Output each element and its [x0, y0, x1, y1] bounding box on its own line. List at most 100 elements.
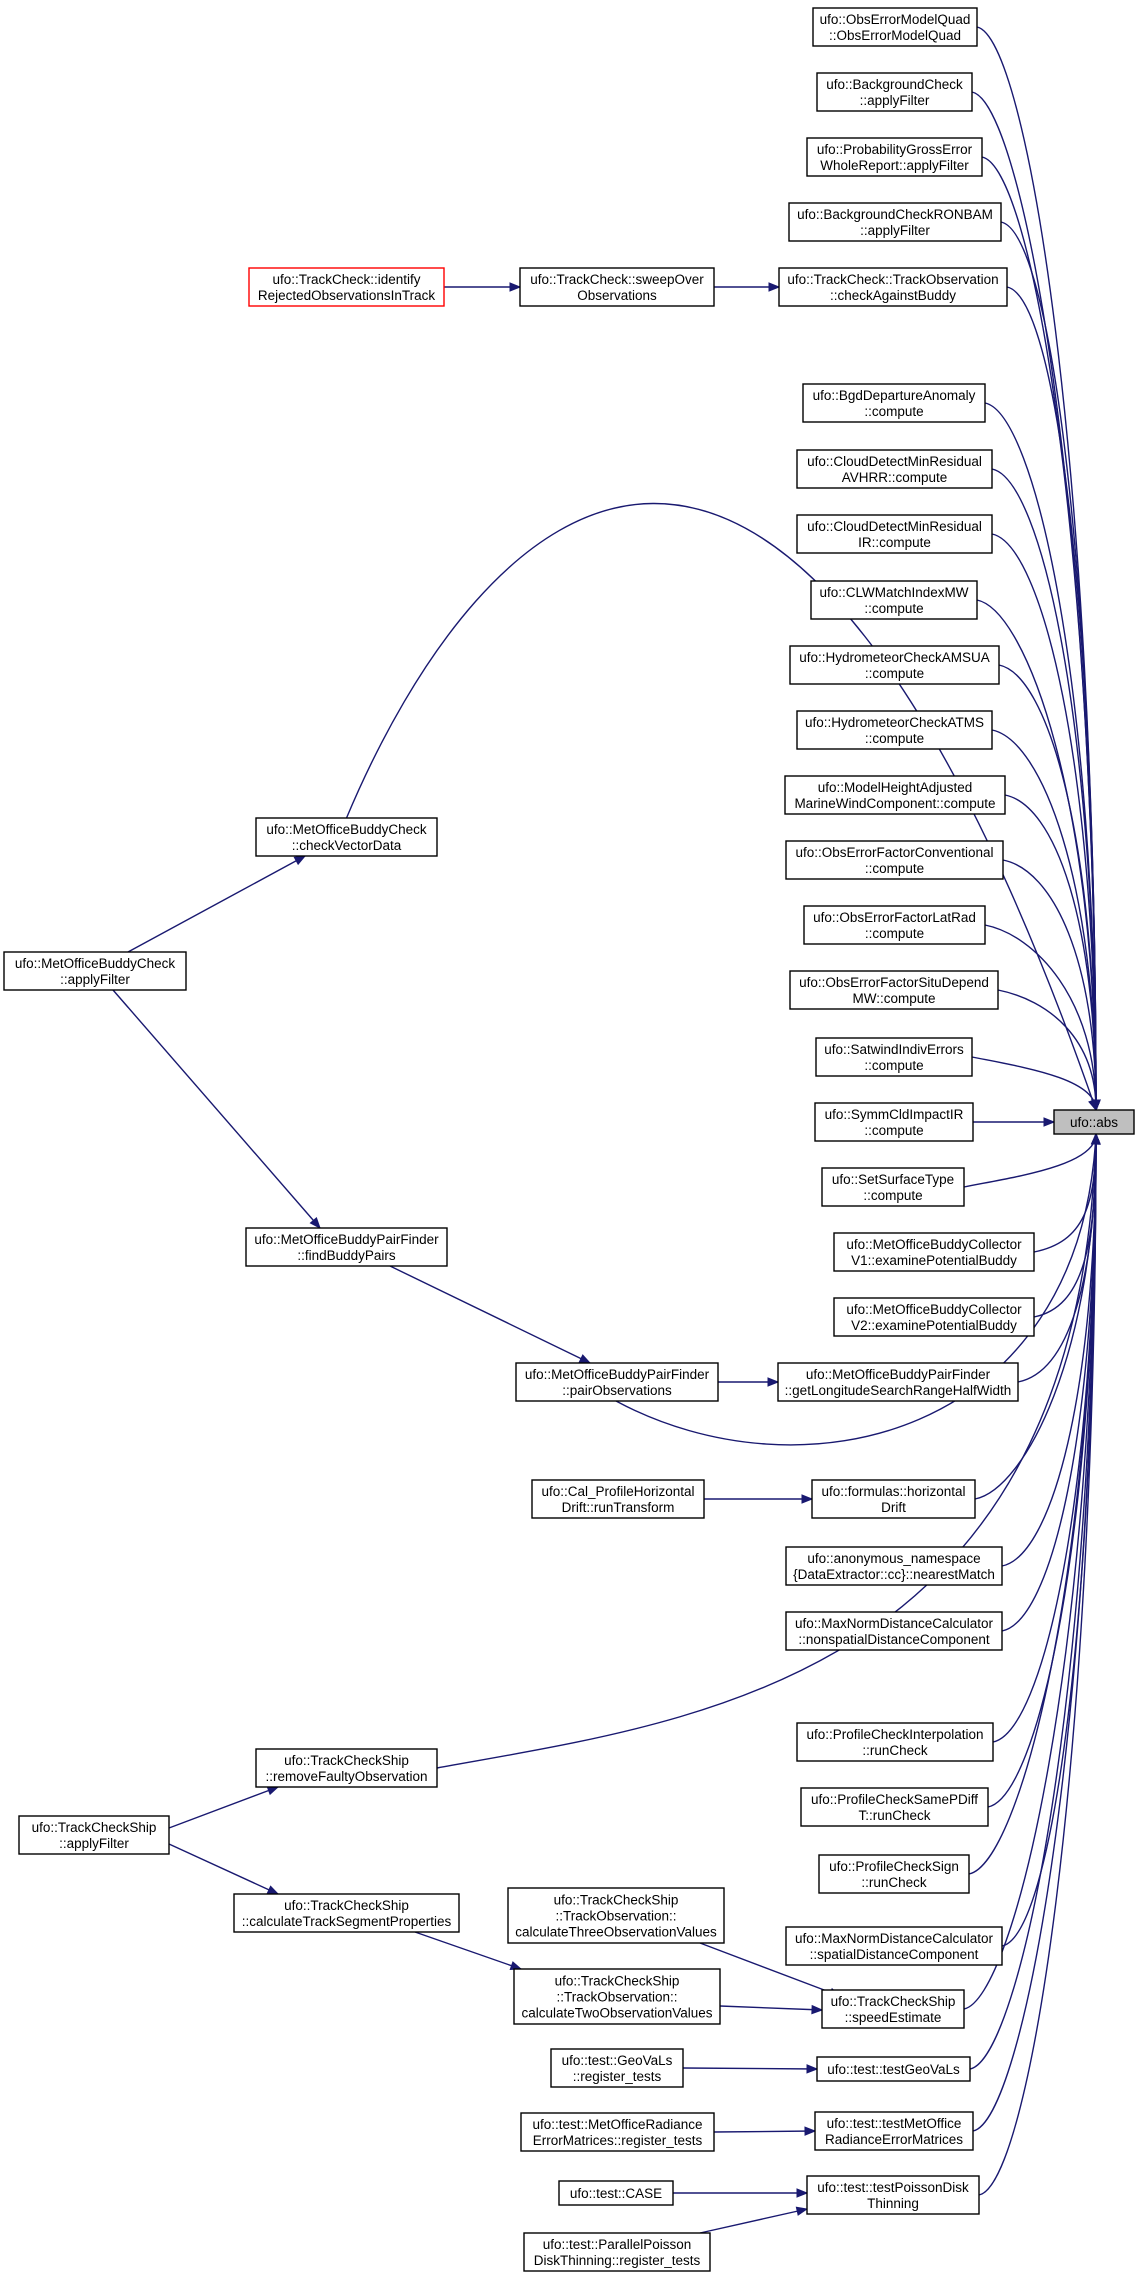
node-box[interactable] [814, 2111, 974, 2151]
node-calc-track-segment[interactable]: ufo::TrackCheckShip::calculateTrackSegme… [233, 1893, 460, 1933]
node-box[interactable] [814, 1102, 974, 1142]
node-box[interactable] [821, 1167, 965, 1207]
node-cal-profile[interactable]: ufo::Cal_ProfileHorizontalDrift::runTran… [531, 1479, 705, 1519]
node-box[interactable] [513, 1968, 721, 2025]
node-bgd-departure[interactable]: ufo::BgdDepartureAnomaly::compute [802, 383, 986, 423]
node-box[interactable] [515, 1362, 719, 1402]
node-box[interactable] [18, 1815, 170, 1855]
node-box[interactable] [519, 267, 715, 307]
node-box[interactable] [815, 1037, 973, 1077]
node-geovals-register[interactable]: ufo::test::GeoVaLs::register_tests [550, 2048, 684, 2088]
node-box[interactable] [811, 1479, 976, 1519]
node-collector-v2[interactable]: ufo::MetOfficeBuddyCollectorV2::examineP… [833, 1297, 1035, 1337]
node-test-geovals[interactable]: ufo::test::testGeoVaLs [816, 2056, 971, 2082]
node-anonymous-nearest[interactable]: ufo::anonymous_namespace{DataExtractor::… [785, 1546, 1003, 1586]
node-box[interactable] [788, 202, 1002, 242]
node-model-height[interactable]: ufo::ModelHeightAdjustedMarineWindCompon… [784, 775, 1006, 815]
node-obs-error-model-quad[interactable]: ufo::ObsErrorModelQuad::ObsErrorModelQua… [812, 7, 978, 47]
node-track-check-identify[interactable]: ufo::TrackCheck::identifyRejectedObserva… [248, 267, 445, 307]
node-find-buddy-pairs[interactable]: ufo::MetOfficeBuddyPairFinder::findBuddy… [245, 1227, 448, 1267]
edge-shipapply-to-removefaulty [168, 1786, 279, 1829]
node-box[interactable] [255, 1748, 438, 1788]
node-symm-cld[interactable]: ufo::SymmCldImpactIR::compute [814, 1102, 974, 1142]
node-parallel-poisson[interactable]: ufo::test::ParallelPoissonDiskThinning::… [523, 2232, 711, 2272]
node-box[interactable] [796, 514, 993, 554]
node-box[interactable] [810, 580, 978, 620]
node-radiance-register[interactable]: ufo::test::MetOfficeRadianceErrorMatrice… [520, 2112, 715, 2152]
node-box[interactable] [800, 1787, 989, 1827]
node-box[interactable] [789, 970, 999, 1010]
node-box[interactable] [803, 905, 986, 945]
node-box[interactable] [816, 2056, 971, 2082]
node-track-observation-buddy[interactable]: ufo::TrackCheck::TrackObservation::check… [778, 267, 1008, 307]
node-metoffice-buddy-apply[interactable]: ufo::MetOfficeBuddyCheck::applyFilter [3, 951, 187, 991]
node-box[interactable] [816, 72, 973, 112]
node-calc-two-obs[interactable]: ufo::TrackCheckShip::TrackObservation::c… [513, 1968, 721, 2025]
node-satwind[interactable]: ufo::SatwindIndivErrors::compute [815, 1037, 973, 1077]
node-box[interactable] [784, 775, 1006, 815]
node-calc-three-obs[interactable]: ufo::TrackCheckShip::TrackObservation::c… [507, 1887, 725, 1944]
node-obs-error-latrad[interactable]: ufo::ObsErrorFactorLatRad::compute [803, 905, 986, 945]
node-box[interactable] [523, 2232, 711, 2272]
node-obs-error-conventional[interactable]: ufo::ObsErrorFactorConventional::compute [785, 840, 1004, 880]
node-box[interactable] [818, 1854, 970, 1894]
node-box[interactable] [785, 1611, 1003, 1651]
node-maxnorm-nonspatial[interactable]: ufo::MaxNormDistanceCalculator::nonspati… [785, 1611, 1003, 1651]
node-abs[interactable]: ufo::abs [1053, 1109, 1135, 1135]
node-probability-gross-error[interactable]: ufo::ProbabilityGrossErrorWholeReport::a… [806, 137, 983, 177]
node-box[interactable] [233, 1893, 460, 1933]
node-box[interactable] [785, 1546, 1003, 1586]
node-box[interactable] [833, 1297, 1035, 1337]
node-box[interactable] [531, 1479, 705, 1519]
node-test-case[interactable]: ufo::test::CASE [558, 2180, 674, 2206]
node-speed-estimate[interactable]: ufo::TrackCheckShip::speedEstimate [821, 1989, 965, 2029]
node-collector-v1[interactable]: ufo::MetOfficeBuddyCollectorV1::examineP… [833, 1232, 1035, 1272]
node-clw-match[interactable]: ufo::CLWMatchIndexMW::compute [810, 580, 978, 620]
node-box[interactable] [3, 951, 187, 991]
node-metoffice-check-vector[interactable]: ufo::MetOfficeBuddyCheck::checkVectorDat… [255, 817, 438, 857]
node-box[interactable] [789, 645, 1000, 685]
node-box[interactable] [778, 267, 1008, 307]
node-maxnorm-spatial[interactable]: ufo::MaxNormDistanceCalculator::spatialD… [785, 1926, 1003, 1966]
node-box[interactable] [255, 817, 438, 857]
node-hydro-amsua[interactable]: ufo::HydrometeorCheckAMSUA::compute [789, 645, 1000, 685]
node-box[interactable] [248, 267, 445, 307]
node-pair-observations[interactable]: ufo::MetOfficeBuddyPairFinder::pairObser… [515, 1362, 719, 1402]
node-track-ship-apply[interactable]: ufo::TrackCheckShip::applyFilter [18, 1815, 170, 1855]
node-box[interactable] [833, 1232, 1035, 1272]
node-box[interactable] [507, 1887, 725, 1944]
edge-to-abs [984, 924, 1097, 1111]
node-background-check[interactable]: ufo::BackgroundCheck::applyFilter [816, 72, 973, 112]
node-box[interactable] [550, 2048, 684, 2088]
node-box[interactable] [777, 1362, 1019, 1402]
node-box[interactable] [520, 2112, 715, 2152]
node-box[interactable] [796, 710, 993, 750]
node-box[interactable] [806, 2175, 980, 2215]
node-cloud-avhrr[interactable]: ufo::CloudDetectMinResidualAVHRR::comput… [796, 449, 993, 489]
node-box[interactable] [796, 1722, 994, 1762]
node-hydro-atms[interactable]: ufo::HydrometeorCheckATMS::compute [796, 710, 993, 750]
node-box[interactable] [1053, 1109, 1135, 1135]
node-profile-sign[interactable]: ufo::ProfileCheckSign::runCheck [818, 1854, 970, 1894]
node-box[interactable] [785, 1926, 1003, 1966]
node-box[interactable] [802, 383, 986, 423]
node-profile-interp[interactable]: ufo::ProfileCheckInterpolation::runCheck [796, 1722, 994, 1762]
node-box[interactable] [812, 7, 978, 47]
node-box[interactable] [785, 840, 1004, 880]
node-background-check-ronbam[interactable]: ufo::BackgroundCheckRONBAM::applyFilter [788, 202, 1002, 242]
node-test-radiance[interactable]: ufo::test::testMetOfficeRadianceErrorMat… [814, 2111, 974, 2151]
node-longitude-search[interactable]: ufo::MetOfficeBuddyPairFinder::getLongit… [777, 1362, 1019, 1402]
node-box[interactable] [245, 1227, 448, 1267]
node-box[interactable] [821, 1989, 965, 2029]
node-box[interactable] [796, 449, 993, 489]
node-remove-faulty[interactable]: ufo::TrackCheckShip::removeFaultyObserva… [255, 1748, 438, 1788]
node-box[interactable] [558, 2180, 674, 2206]
node-box[interactable] [806, 137, 983, 177]
node-set-surface[interactable]: ufo::SetSurfaceType::compute [821, 1167, 965, 1207]
